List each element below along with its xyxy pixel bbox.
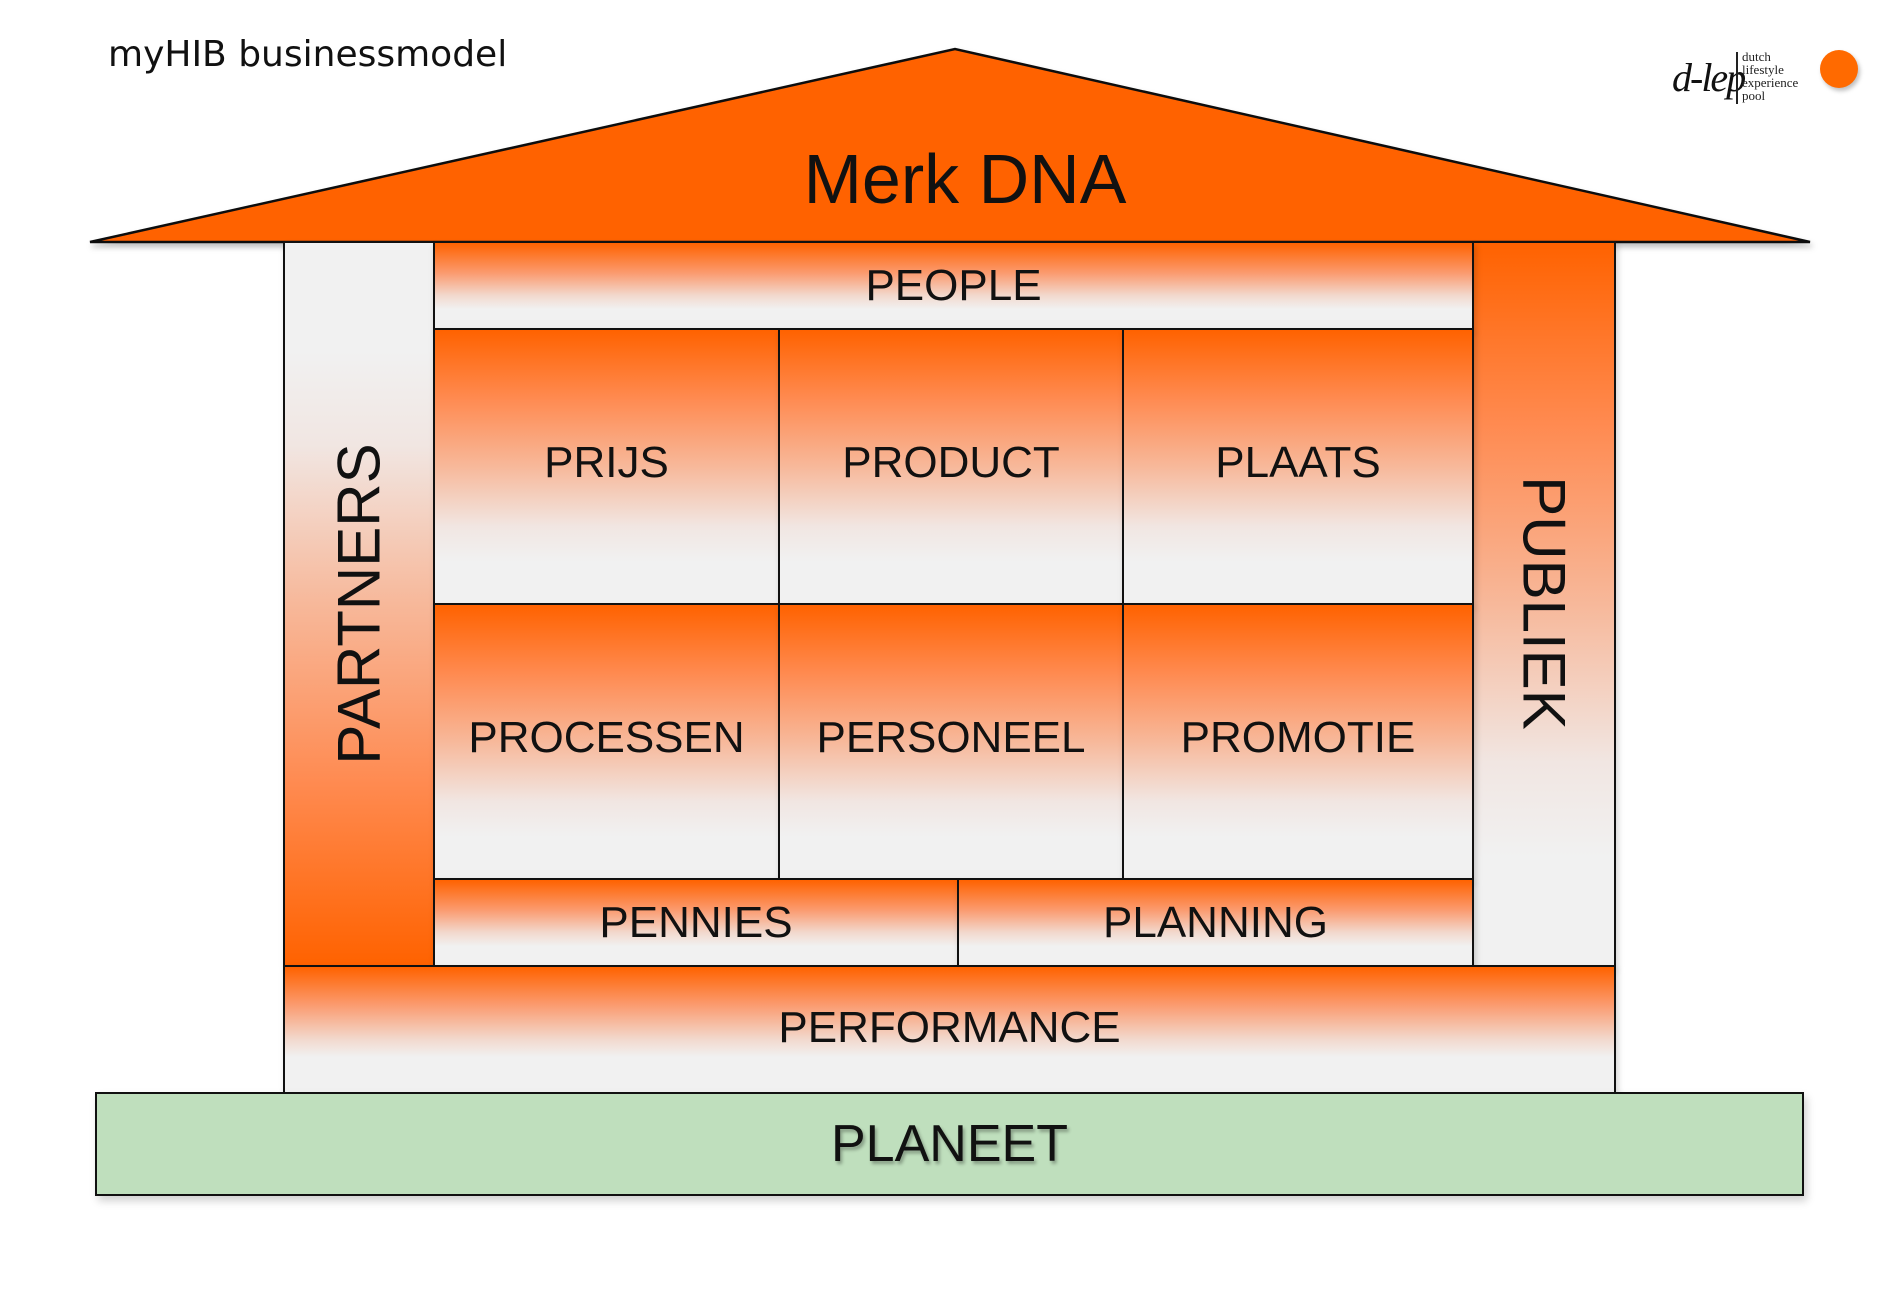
logo-word: experience <box>1742 75 1799 90</box>
grid-cell-personeel: PERSONEEL <box>778 603 1124 880</box>
logo-divider <box>1736 52 1738 104</box>
logo-word: lifestyle <box>1742 62 1784 77</box>
foundation-planeet: PLANEET <box>95 1092 1804 1196</box>
beam-people: PEOPLE <box>433 241 1474 330</box>
logo-word: dutch <box>1742 49 1771 64</box>
grid-cell-label: PRIJS <box>544 437 669 487</box>
pillar-publiek: PUBLIEK <box>1472 241 1616 967</box>
pillar-partners-label: PARTNERS <box>325 443 393 765</box>
grid-cell-label: PERSONEEL <box>816 712 1086 762</box>
grid-cell-label: PROCESSEN <box>468 712 745 762</box>
pillar-partners: PARTNERS <box>283 241 435 967</box>
roof-label: Merk DNA <box>804 140 1127 218</box>
roof: Merk DNA <box>89 47 1811 244</box>
pillar-publiek-label: PUBLIEK <box>1510 476 1578 730</box>
beam-pennies-label: PENNIES <box>599 897 793 947</box>
grid-cell-product: PRODUCT <box>778 328 1124 605</box>
grid-cell-promotie: PROMOTIE <box>1122 603 1474 880</box>
grid-cell-label: PLAATS <box>1215 437 1381 487</box>
floor-performance-label: PERFORMANCE <box>778 1002 1121 1052</box>
grid-cell-processen: PROCESSEN <box>433 603 780 880</box>
logo-word: pool <box>1742 88 1766 103</box>
dlep-logo: d-lep dutch lifestyle experience pool <box>1672 44 1862 114</box>
beam-people-label: PEOPLE <box>865 260 1042 310</box>
beam-planning: PLANNING <box>957 878 1474 967</box>
page-title: myHIB businessmodel <box>108 34 508 75</box>
beam-planning-label: PLANNING <box>1103 897 1328 947</box>
logo-orange-dot-icon <box>1820 50 1858 88</box>
grid-cell-label: PRODUCT <box>842 437 1060 487</box>
grid-cell-label: PROMOTIE <box>1180 712 1416 762</box>
beam-pennies: PENNIES <box>433 878 959 967</box>
floor-performance: PERFORMANCE <box>283 965 1616 1094</box>
logo-words: dutch lifestyle experience pool <box>1742 50 1798 102</box>
foundation-planeet-label: PLANEET <box>831 1115 1068 1173</box>
logo-mark: d-lep <box>1672 55 1746 100</box>
grid-cell-prijs: PRIJS <box>433 328 780 605</box>
grid-cell-plaats: PLAATS <box>1122 328 1474 605</box>
